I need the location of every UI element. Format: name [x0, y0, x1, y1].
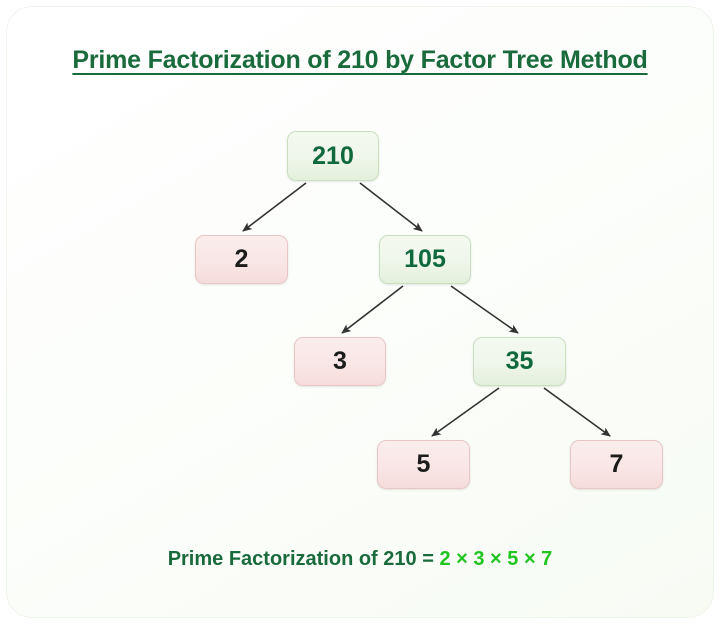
factor-node-210: 210 [287, 131, 379, 181]
factor-edge-n210-to-n2 [242, 182, 307, 232]
factor-edge-n105-to-n35 [450, 285, 519, 334]
factorization-result-value: 2 × 3 × 5 × 7 [439, 548, 553, 570]
factorization-result-label: Prime Factorization of 210 = [167, 548, 440, 570]
factor-node-2: 2 [195, 235, 288, 284]
factor-edge-n35-to-n7 [543, 387, 611, 437]
factor-node-label: 105 [404, 245, 446, 273]
factorization-result: Prime Factorization of 210 = 2 × 3 × 5 ×… [0, 548, 720, 571]
factor-node-label: 3 [333, 347, 347, 375]
factor-edge-n35-to-n5 [431, 387, 500, 437]
factor-node-5: 5 [377, 440, 470, 489]
factor-node-label: 35 [505, 347, 534, 375]
factor-node-35: 35 [473, 337, 566, 386]
factor-node-105: 105 [379, 235, 471, 284]
factor-node-label: 7 [609, 450, 624, 478]
factor-node-7: 7 [570, 440, 663, 489]
factor-edge-n105-to-n3 [341, 285, 404, 334]
factor-node-label: 210 [312, 141, 354, 170]
page-title: Prime Factorization of 210 by Factor Tre… [72, 46, 648, 74]
factor-node-3: 3 [294, 337, 386, 386]
factor-edge-n210-to-n105 [359, 182, 423, 232]
factor-node-label: 2 [234, 245, 249, 273]
factor-node-label: 5 [416, 450, 431, 478]
